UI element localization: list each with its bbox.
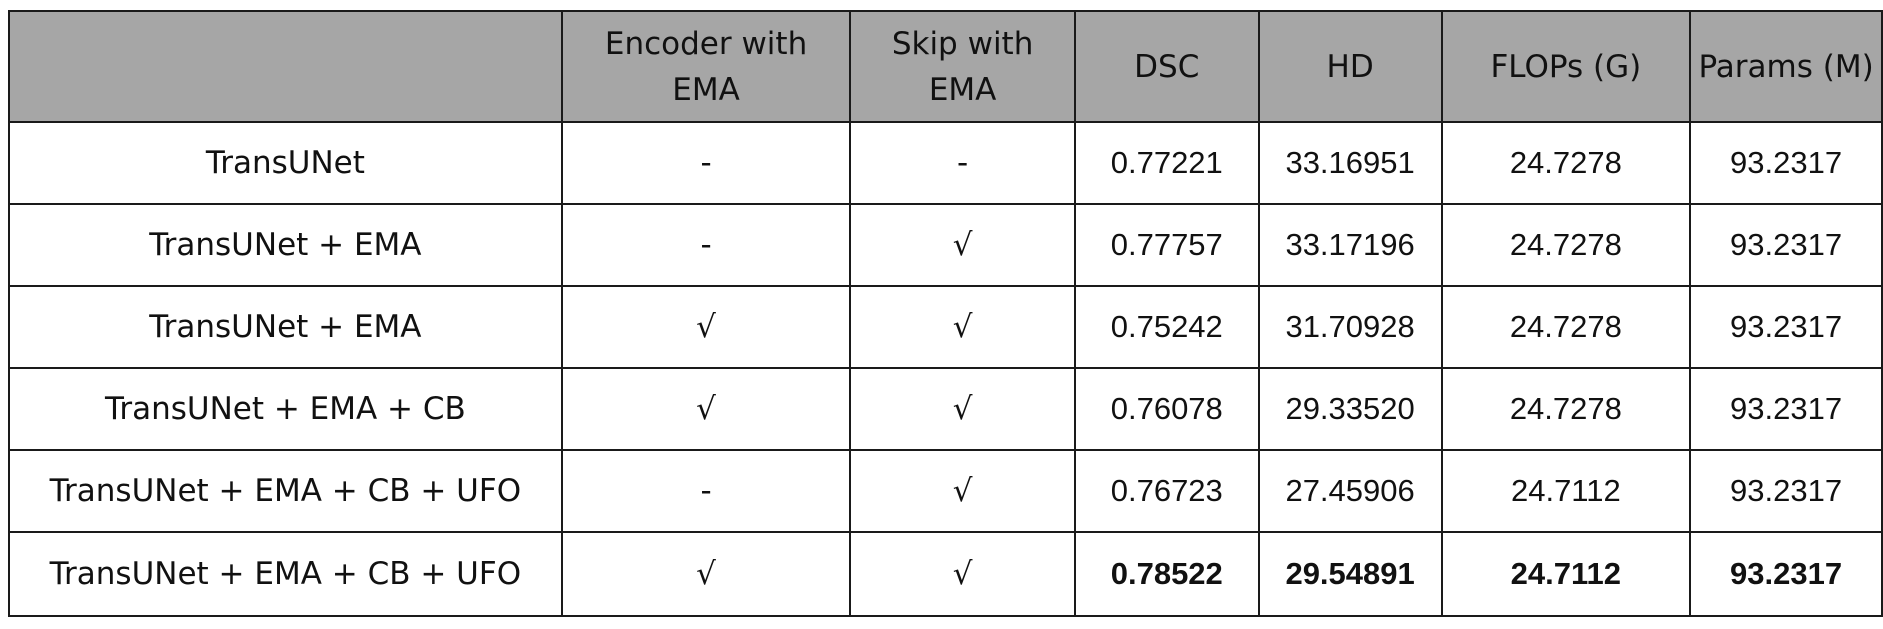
header-hd: HD [1257,10,1443,123]
cell-skip-ema: √ [849,367,1076,451]
header-encoder-with-ema: Encoder with EMA [560,10,852,123]
results-table: Encoder with EMA Skip with EMA DSC HD FL… [8,10,1883,617]
cell-hd: 27.45906 [1257,449,1443,533]
cell-params: 93.2317 [1689,121,1883,205]
cell-skip-ema: √ [849,285,1076,369]
cell-dsc: 0.75242 [1073,285,1260,369]
cell-dsc: 0.78522 [1073,531,1260,617]
cell-skip-ema: √ [849,449,1076,533]
table-row: TransUNet + EMA √ √ 0.75242 31.70928 24.… [8,285,1883,369]
cell-flops: 24.7278 [1440,203,1692,287]
cell-flops: 24.7278 [1440,121,1692,205]
cell-encoder-ema: √ [560,367,852,451]
cell-params: 93.2317 [1689,449,1883,533]
cell-hd: 29.33520 [1257,367,1443,451]
cell-skip-ema: √ [849,203,1076,287]
cell-dsc: 0.76723 [1073,449,1260,533]
cell-params: 93.2317 [1689,203,1883,287]
cell-params: 93.2317 [1689,531,1883,617]
cell-skip-ema: - [849,121,1076,205]
cell-model: TransUNet + EMA + CB + UFO [8,531,563,617]
cell-encoder-ema: √ [560,531,852,617]
header-model [8,10,563,123]
cell-hd: 29.54891 [1257,531,1443,617]
header-skip-with-ema: Skip with EMA [849,10,1076,123]
cell-encoder-ema: - [560,449,852,533]
header-dsc: DSC [1073,10,1260,123]
cell-encoder-ema: √ [560,285,852,369]
cell-dsc: 0.77757 [1073,203,1260,287]
cell-hd: 33.16951 [1257,121,1443,205]
cell-model: TransUNet + EMA + CB + UFO [8,449,563,533]
cell-encoder-ema: - [560,121,852,205]
cell-dsc: 0.77221 [1073,121,1260,205]
cell-flops: 24.7278 [1440,367,1692,451]
cell-hd: 31.70928 [1257,285,1443,369]
cell-model: TransUNet + EMA + CB [8,367,563,451]
cell-flops: 24.7112 [1440,531,1692,617]
cell-params: 93.2317 [1689,367,1883,451]
cell-model: TransUNet [8,121,563,205]
cell-flops: 24.7278 [1440,285,1692,369]
cell-params: 93.2317 [1689,285,1883,369]
table-row: TransUNet + EMA + CB + UFO - √ 0.76723 2… [8,449,1883,533]
header-params: Params (M) [1689,10,1883,123]
table-row: TransUNet + EMA - √ 0.77757 33.17196 24.… [8,203,1883,287]
cell-model: TransUNet + EMA [8,203,563,287]
cell-dsc: 0.76078 [1073,367,1260,451]
header-row: Encoder with EMA Skip with EMA DSC HD FL… [8,10,1883,123]
table-row: TransUNet + EMA + CB √ √ 0.76078 29.3352… [8,367,1883,451]
table-row-best: TransUNet + EMA + CB + UFO √ √ 0.78522 2… [8,531,1883,617]
cell-hd: 33.17196 [1257,203,1443,287]
cell-model: TransUNet + EMA [8,285,563,369]
cell-encoder-ema: - [560,203,852,287]
table-row: TransUNet - - 0.77221 33.16951 24.7278 9… [8,121,1883,205]
cell-skip-ema: √ [849,531,1076,617]
cell-flops: 24.7112 [1440,449,1692,533]
header-flops: FLOPs (G) [1440,10,1692,123]
